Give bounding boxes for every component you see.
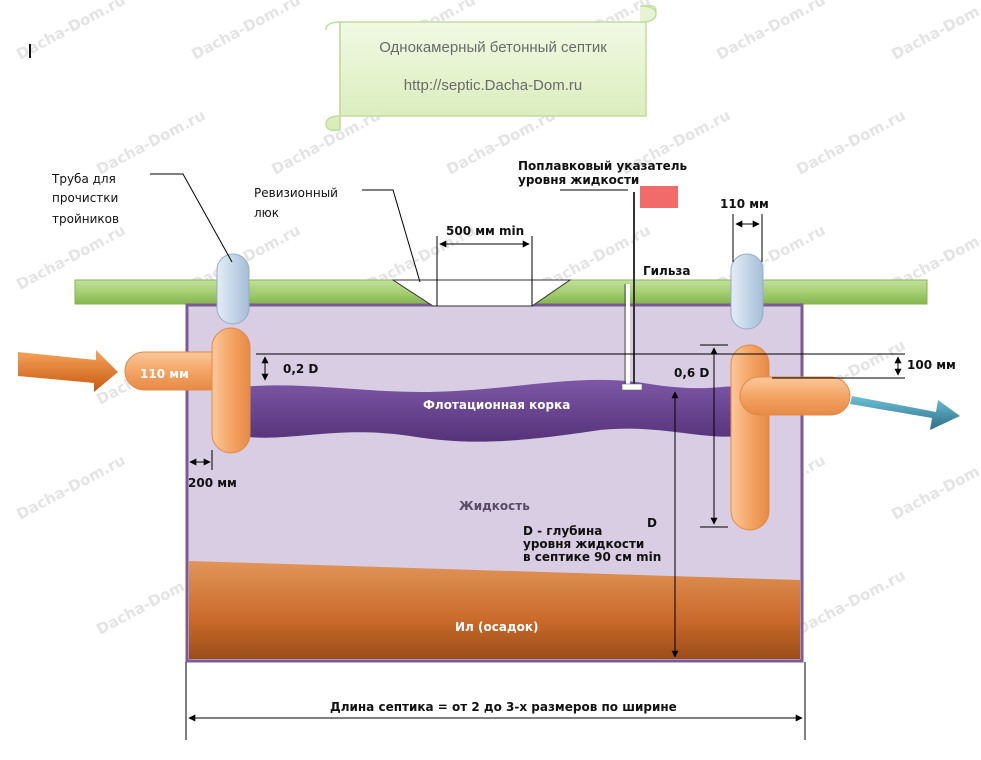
label-depth-symbol: D	[647, 516, 657, 530]
outlet-pipe	[739, 376, 851, 416]
inflow-arrow	[18, 350, 118, 392]
watermark-text: Dacha-Dom.ru	[888, 0, 981, 64]
label-length: Длина септика = от 2 до 3-х размеров по …	[330, 700, 677, 714]
label-cleanout-2: прочистки	[52, 191, 118, 205]
label-hatch-2: люк	[254, 206, 279, 220]
label-hatch-width: 500 мм min	[446, 224, 524, 238]
label-liquid: Жидкость	[459, 499, 530, 513]
title-line-2: http://septic.Dacha-Dom.ru	[404, 77, 582, 94]
inlet-cleanout-riser	[216, 253, 250, 325]
label-crust: Флотационная корка	[423, 398, 570, 412]
sludge-layer	[189, 561, 800, 659]
label-inlet-diameter: 110 мм	[140, 367, 189, 381]
label-inlet-depth: 0,2 D	[283, 362, 318, 376]
inlet-tee	[211, 327, 251, 454]
watermark-text: Dacha-Dom.ru	[713, 0, 828, 64]
watermark-text: Dacha-Dom.ru	[93, 106, 208, 179]
label-sludge: Ил (осадок)	[455, 620, 539, 634]
title-line-1: Однокамерный бетонный септик	[379, 39, 607, 56]
watermark-text: Dacha-Dom.ru	[793, 566, 908, 639]
watermark-text: Dacha-Dom.ru	[268, 106, 383, 179]
label-float-2: уровня жидкости	[518, 173, 639, 187]
float-body	[621, 383, 643, 391]
float-flag	[640, 186, 678, 208]
label-depth-3: в септике 90 см min	[523, 550, 661, 564]
label-float-1: Поплавковый указатель	[518, 159, 687, 173]
text-cursor	[29, 44, 31, 58]
outlet-cleanout-riser	[730, 253, 764, 330]
label-cleanout-1: Труба для	[51, 172, 116, 186]
label-outlet-offset: 100 мм	[907, 358, 956, 372]
label-depth-1: D - глубина	[523, 524, 602, 538]
flotation-crust	[230, 379, 740, 442]
label-outlet-depth: 0,6 D	[674, 366, 709, 380]
watermark-text: Dacha-Dom.ru	[188, 0, 303, 64]
leader-lines	[150, 173, 628, 283]
watermark-text: Dacha-Dom.ru	[888, 451, 981, 524]
label-cleanout-3: тройников	[52, 212, 119, 226]
watermark-text: Dacha-Dom.ru	[13, 451, 128, 524]
outflow-arrow	[850, 396, 960, 430]
label-tee-offset: 200 мм	[188, 476, 237, 490]
float-sleeve	[626, 284, 630, 384]
label-depth-2: уровня жидкости	[523, 537, 644, 551]
label-hatch-1: Ревизионный	[254, 186, 338, 200]
outlet-tee	[730, 344, 770, 531]
label-outlet-diameter: 110 мм	[720, 197, 769, 211]
watermark-text: Dacha-Dom.ru	[793, 106, 908, 179]
label-sleeve: Гильза	[643, 264, 691, 278]
dimension-lines	[185, 214, 905, 740]
title-banner: Однокамерный бетонный септик http://sept…	[325, 4, 657, 132]
